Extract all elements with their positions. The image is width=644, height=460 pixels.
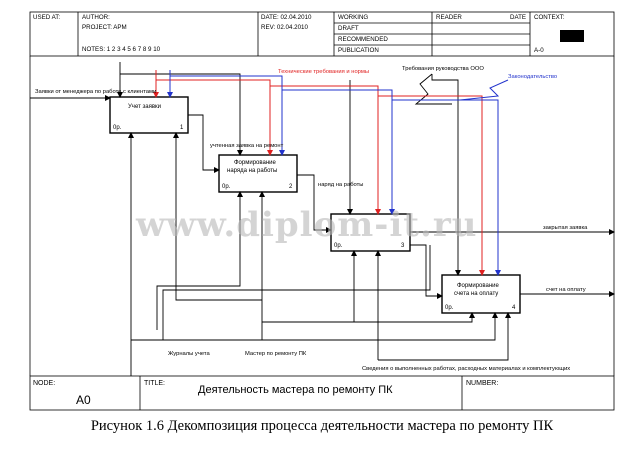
author-label: AUTHOR: [82, 14, 110, 21]
draft-label: DRAFT [338, 25, 359, 32]
mechanism-master-1 [173, 132, 262, 301]
context-node-label: A-0 [534, 47, 544, 54]
title-label: TITLE: [144, 380, 165, 387]
label-closed-request: закрытая заявка [543, 225, 588, 231]
notes-label: NOTES: 1 2 3 4 5 6 7 8 9 10 [82, 46, 161, 53]
box1-title: Учет заявки [128, 104, 161, 110]
activity-box-4: Формирование счета на оплату 0р. 4 [441, 274, 521, 314]
red-control-trunk [156, 79, 273, 156]
activity-box-1: Учет заявки 0р. 1 [109, 96, 189, 134]
label-master: Мастер по ремонту ПК [245, 351, 307, 357]
number-label: NUMBER: [466, 380, 498, 387]
publication-label: PUBLICATION [338, 47, 379, 54]
date-column-label: DATE [510, 14, 526, 21]
box1-cost: 0р. [113, 125, 122, 131]
box3-cost: 0р. [334, 243, 343, 249]
box2-cost: 0р. [222, 184, 231, 190]
box2-title-line2: наряда на работы [227, 168, 277, 174]
box4-title-line1: Формирование [457, 283, 500, 289]
footer-text: NODE: A0 TITLE: Деятельность мастера по … [33, 380, 498, 407]
context-thumbnail [560, 30, 584, 42]
activity-box-3: 0р. 3 [330, 213, 411, 252]
blue-control-box3 [282, 89, 395, 215]
watermark: www.diplom-it.ru [135, 205, 477, 245]
work-info-box4 [378, 312, 511, 361]
node-label: NODE: [33, 380, 55, 387]
diagram-title: Деятельность мастера по ремонту ПК [198, 384, 393, 396]
control-mgmt [431, 74, 461, 276]
arrow-work-order [297, 174, 332, 233]
used-at-label: USED AT: [33, 14, 60, 21]
blue-control-box4 [392, 99, 501, 276]
label-management-requirements: Требования руководства ООО [402, 66, 484, 72]
box4-number: 4 [512, 305, 516, 311]
mechanism-master-4 [354, 312, 475, 323]
rev-label: REV: 02.04.2010 [261, 24, 308, 31]
activity-box-2: Формирование наряда на работы 0р. 2 [218, 154, 298, 193]
control-left [120, 73, 243, 156]
reader-label: READER [436, 14, 462, 21]
node-value: A0 [76, 393, 91, 407]
red-control-box3 [270, 85, 381, 215]
blue-arrows [167, 70, 509, 276]
box2-number: 2 [289, 184, 293, 190]
red-arrows [153, 70, 485, 276]
zigzag-mgmt [414, 73, 452, 105]
black-arrows [30, 62, 615, 376]
box2-title-line1: Формирование [234, 160, 277, 166]
arrow-box3-to-box4 [410, 244, 443, 299]
label-work-info: Сведения о выполненных работах, расходны… [362, 366, 570, 372]
feedback-lower [131, 312, 498, 341]
label-work-order: наряд на работы [318, 182, 363, 188]
context-label: CONTEXT: [534, 14, 565, 21]
figure-caption: Рисунок 1.6 Декомпозиция процесса деятел… [90, 418, 554, 434]
box4-cost: 0р. [445, 305, 454, 311]
label-logs: Журналы учета [168, 351, 210, 357]
date-label: DATE: 02.04.2010 [261, 14, 312, 21]
label-registered-request: учтенная заявка на ремонт [210, 143, 284, 149]
mechanism-master-3 [262, 250, 357, 323]
feedback-loop [162, 245, 431, 340]
recommended-label: RECOMMENDED [338, 36, 388, 43]
red-control-box4 [378, 95, 485, 276]
blue-legislation [459, 79, 509, 101]
project-label: PROJECT: APM [82, 24, 127, 31]
label-invoice: счет на оплату [546, 287, 586, 293]
working-label: WORKING [338, 14, 368, 21]
box1-number: 1 [180, 125, 184, 131]
label-input-requests: Заявки от менеджера по работе с клиентам… [35, 89, 156, 95]
blue-control-trunk [170, 75, 285, 156]
label-legislation: Законодательство [508, 74, 557, 80]
box3-number: 3 [401, 243, 405, 249]
box4-title-line2: счета на оплату [454, 291, 498, 297]
header-frame [29, 11, 615, 57]
arrow-registered-request [188, 114, 220, 173]
arrow-labels: Заявки от менеджера по работе с клиентам… [35, 66, 588, 372]
mechanism-logs-2 [156, 191, 243, 330]
header-text: USED AT: AUTHOR: PROJECT: APM NOTES: 1 2… [33, 14, 565, 54]
footer-frame [29, 375, 615, 411]
label-tech-requirements: Технические требования и нормы [278, 69, 369, 75]
